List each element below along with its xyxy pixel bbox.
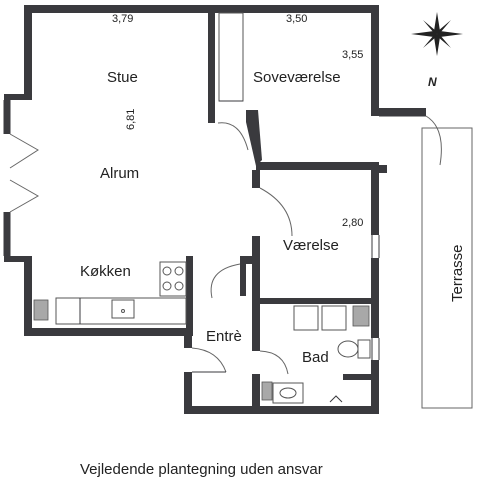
bathroom-fixtures [272, 305, 371, 404]
wardrobe [218, 12, 244, 102]
room-label-stue: Stue [107, 69, 138, 86]
room-label-bad: Bad [302, 349, 329, 366]
window-left-upper [3, 100, 11, 134]
dim-stue-width: 3,79 [112, 13, 133, 25]
terrace-door [379, 115, 442, 166]
entrance-door [191, 347, 227, 373]
dim-sovevaerelse-width: 3,50 [286, 13, 307, 25]
room-label-sovevaerelse: Soveværelse [253, 69, 341, 86]
room-label-entre: Entrè [206, 328, 242, 345]
shaft-vaerelse [352, 305, 370, 327]
vaerelse-door [259, 187, 293, 237]
north-label: N [428, 75, 437, 89]
bathroom-door [259, 350, 289, 375]
room-label-terrasse: Terrasse [449, 244, 466, 302]
room-label-alrum: Alrum [100, 165, 139, 182]
window-right-bath [371, 338, 380, 360]
window-left-lower [3, 212, 11, 256]
kitchen-counter [55, 261, 187, 325]
disclaimer-caption: Vejledende plantegning uden ansvar [80, 461, 323, 478]
kitchen-door [210, 263, 241, 299]
left-patio-doors [9, 133, 40, 213]
dim-vaerelse-depth: 2,80 [342, 217, 363, 229]
walls [4, 5, 426, 414]
terrace-outline [421, 127, 473, 409]
window-right [371, 235, 380, 258]
shaft-bad [261, 381, 273, 401]
dim-alrum-depth: 6,81 [125, 109, 137, 130]
dim-sovevaerelse-depth: 3,55 [342, 49, 363, 61]
north-arrow-icon [411, 12, 463, 56]
bedroom-door [217, 122, 249, 151]
shaft-kitchen [33, 299, 49, 321]
room-label-koekken: Køkken [80, 263, 131, 280]
room-label-vaerelse: Værelse [283, 237, 339, 254]
